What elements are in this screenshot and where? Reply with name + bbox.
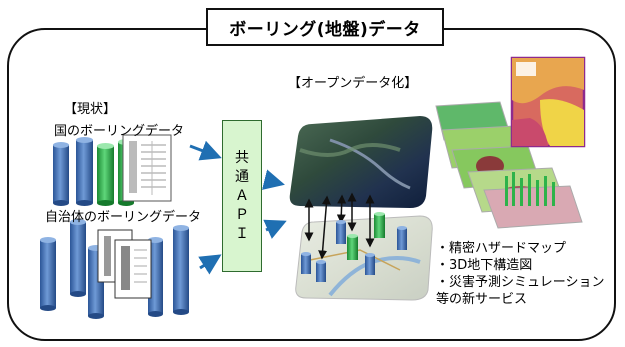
open-data-heading: 【オープンデータ化】 xyxy=(288,76,418,91)
national-boring-log-sheet xyxy=(122,134,172,202)
service-item: 等の新サービス xyxy=(436,292,528,307)
api-char: 通 xyxy=(235,168,249,185)
service-item: ・災害予測シミュレーション xyxy=(436,275,605,290)
service-item: ・3D地下構造図 xyxy=(436,258,533,273)
current-state-heading: 【現状】 xyxy=(64,102,117,117)
api-flow-arrows xyxy=(189,140,287,275)
hazard-layer-stack xyxy=(435,101,583,229)
api-char: Ｉ xyxy=(235,225,249,242)
map-boring-cores xyxy=(301,212,407,282)
local-boring-label: 自治体のボーリングデータ xyxy=(45,210,202,225)
national-boring-label: 国のボーリングデータ xyxy=(54,124,185,139)
api-char: Ｐ xyxy=(235,206,249,223)
local-boring-log-sheets xyxy=(97,229,152,299)
api-char: 共 xyxy=(235,149,249,166)
map-tile xyxy=(295,215,433,301)
hazard-map-thumbnail xyxy=(510,56,586,148)
link-arrows xyxy=(304,192,375,260)
api-char: Ａ xyxy=(235,187,249,204)
national-boring-cores xyxy=(53,137,134,206)
service-item: ・精密ハザードマップ xyxy=(436,241,567,256)
diagram-title: ボーリング(地盤)データ xyxy=(206,8,444,46)
services-list: ・精密ハザードマップ ・3D地下構造図 ・災害予測シミュレーション 等の新サービ… xyxy=(436,240,604,308)
common-api-box: 共 通 Ａ Ｐ Ｉ xyxy=(222,120,262,272)
terrain-3d-tile xyxy=(289,116,433,208)
